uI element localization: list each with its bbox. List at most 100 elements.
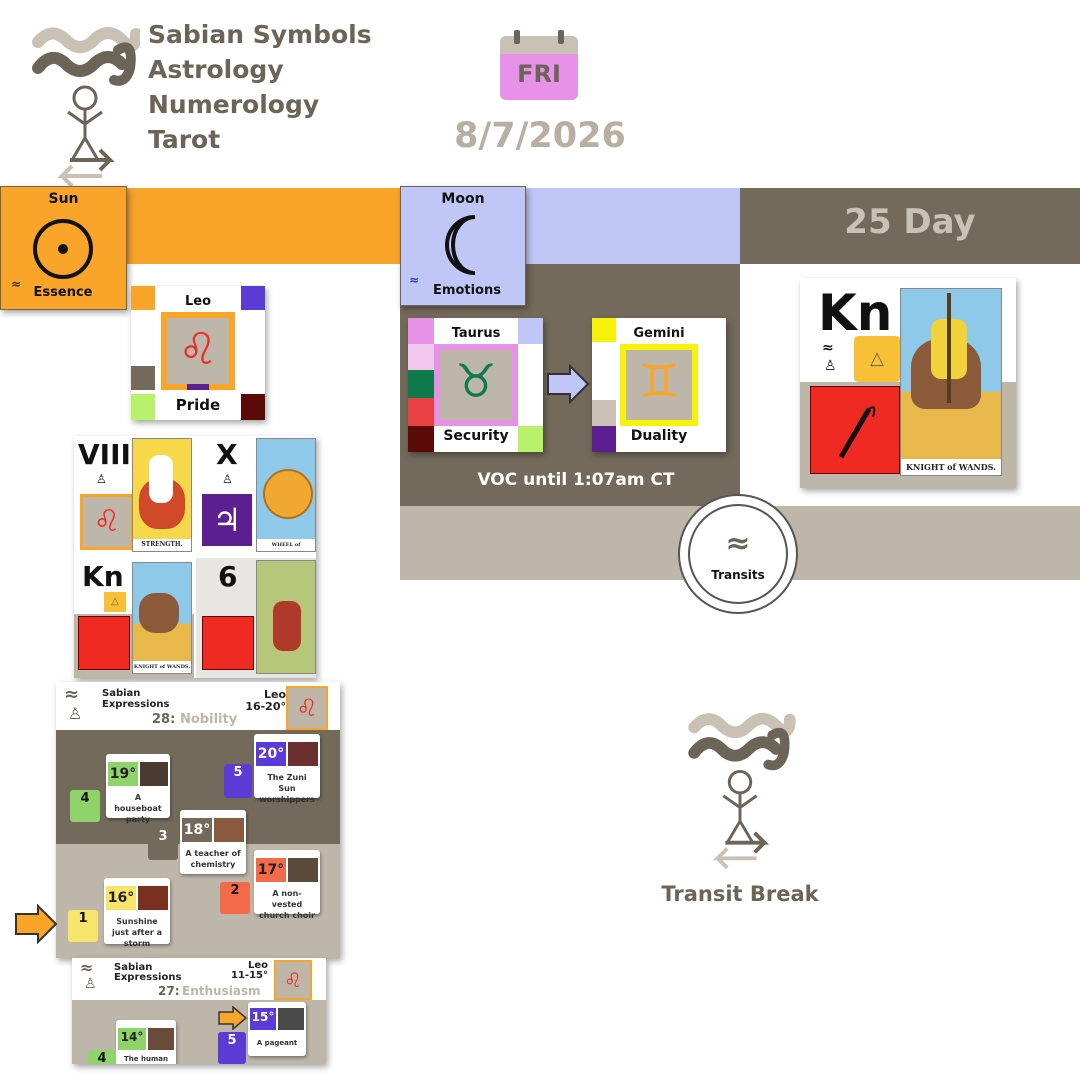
sun-title: Sun	[48, 191, 79, 207]
sabian-panel-1[interactable]: ≈ ♙ Sabian Expressions 28: Nobility Leo …	[56, 682, 340, 958]
wand-icon	[78, 616, 130, 670]
transits-label: Transits	[711, 568, 765, 582]
brand-line-astrology: Astrology	[148, 55, 284, 84]
leo-keyword: Pride	[175, 396, 221, 414]
tarot-rank-strength: VIII	[78, 438, 131, 471]
leo-glyph-icon: ♌	[80, 494, 134, 550]
fire-element-icon: △	[104, 592, 126, 612]
gemini-keyword: Duality	[630, 428, 688, 444]
taurus-glyph-icon: ♉	[455, 354, 497, 408]
sabian-range: 11-15°	[231, 970, 268, 981]
calendar-icon: FRI	[500, 30, 578, 100]
numerology-badge-1: 1	[68, 910, 98, 942]
tarot-grid-cell-knight[interactable]: Kn △ KNIGHT of WANDS.	[74, 558, 194, 678]
badge-number: 5	[233, 765, 243, 780]
sabian-card-15[interactable]: 15° A pageant	[248, 1002, 306, 1056]
badge-number: 5	[227, 1033, 237, 1048]
sabian-degree: 16°	[107, 890, 135, 906]
aquarius-virgo-logo-icon	[32, 27, 142, 188]
date-label: 8/7/2026	[454, 116, 626, 156]
taurus-sign-name: Taurus	[451, 326, 501, 341]
tarot-grid-cell-strength[interactable]: VIII ♙ ♌ STRENGTH.	[74, 436, 194, 556]
tarot-caption-knight: KNIGHT of WANDS.	[133, 661, 191, 673]
sabian-card-16[interactable]: 16° Sunshine just after a storm	[104, 878, 170, 948]
current-degree-arrow-icon	[15, 904, 58, 944]
day-card-caption: KNIGHT of WANDS.	[901, 459, 1001, 475]
moon-title: Moon	[441, 191, 485, 207]
numerology-badge-4: 4	[88, 1050, 116, 1064]
wand-icon	[810, 386, 900, 474]
day-label: 25 Day	[844, 202, 976, 242]
tarot-rank-six: 6	[218, 560, 238, 593]
aquarius-icon: ≈	[822, 340, 834, 356]
sabian-text: A houseboat party	[114, 793, 162, 824]
sabian-degree: 20°	[257, 746, 285, 762]
brand-line-tarot: Tarot	[148, 125, 221, 154]
leo-glyph-icon: ♌	[274, 960, 312, 1000]
stick-figure-icon: ♙	[84, 976, 97, 992]
sabian-panel-2[interactable]: ≈ ♙ Sabian Expressions 27: Enthusiasm Le…	[72, 958, 326, 1064]
sabian-card-18[interactable]: 18° A teacher of chemistry	[180, 810, 246, 874]
knight-of-wands-small-art: KNIGHT of WANDS.	[132, 562, 192, 674]
numerology-badge-5: 5	[218, 1032, 246, 1064]
numerology-badge-5: 5	[224, 764, 252, 798]
transit-break-logo-icon	[688, 712, 796, 870]
taurus-sign-card[interactable]: Taurus ♉ Security	[408, 318, 543, 452]
sabian-card-17[interactable]: 17° A non-vested church choir	[254, 850, 320, 920]
sabian-text: A pageant	[256, 1039, 298, 1047]
brand-logo	[30, 20, 142, 188]
strength-art: STRENGTH.	[132, 438, 192, 552]
sabian-sign: Leo	[247, 960, 268, 971]
sabian-sign: Leo	[263, 688, 286, 701]
transit-break-label: Transit Break	[661, 882, 819, 906]
sabian-title-2: Expressions	[114, 972, 182, 983]
day-tarot-card[interactable]: Kn ≈ ♙ △ KNIGHT of WANDS.	[800, 278, 1016, 488]
weekday-label: FRI	[517, 60, 561, 88]
sabian-degree: 14°	[120, 1030, 144, 1044]
leo-sign-name: Leo	[184, 294, 212, 309]
badge-number: 4	[80, 791, 90, 806]
day-card-rank: Kn	[818, 284, 893, 342]
gemini-glyph-icon: ♊	[638, 354, 680, 408]
sabian-theme: Enthusiasm	[182, 984, 261, 998]
leo-sign-card[interactable]: Leo ♌ Pride	[131, 286, 265, 420]
sabian-card-19[interactable]: 19° A houseboat party	[106, 754, 170, 824]
wheel-of-fortune-art: WHEEL of FORTUNE.	[256, 438, 316, 552]
moon-glyph-icon	[445, 215, 476, 275]
badge-number: 1	[78, 911, 88, 926]
fire-element-icon: △	[854, 336, 900, 382]
gemini-sign-name: Gemini	[633, 326, 685, 341]
gemini-sign-card[interactable]: Gemini ♊ Duality	[592, 318, 726, 452]
aquarius-virgo-icon: ≈	[80, 958, 94, 977]
transits-button[interactable]: ≈ Transits	[678, 494, 798, 614]
six-of-wands-art	[256, 560, 316, 674]
sabian-range: 16-20°	[245, 700, 286, 713]
leo-glyph-icon: ♌	[178, 324, 218, 375]
sun-glyph-icon	[33, 219, 93, 279]
sun-tile[interactable]: Sun ≈ Essence	[0, 186, 127, 310]
badge-number: 3	[158, 829, 168, 844]
aquarius-virgo-icon: ≈	[64, 684, 80, 705]
sabian-text: The Zuni Sun worshippers	[259, 773, 315, 804]
sabian-degree: 19°	[109, 766, 137, 782]
badge-number: 4	[97, 1051, 107, 1064]
sabian-text: A teacher of chemistry	[185, 849, 241, 869]
sabian-card-20[interactable]: 20° The Zuni Sun worshippers	[254, 734, 320, 804]
tarot-caption-wheel: WHEEL of FORTUNE.	[257, 539, 315, 551]
stick-figure-icon: ♙	[68, 704, 83, 723]
tarot-grid-cell-six[interactable]: 6	[196, 558, 316, 678]
stick-figure-icon: ♙	[824, 358, 837, 374]
sabian-number: 27:	[158, 984, 180, 998]
sabian-card-14[interactable]: 14° The human soul	[116, 1020, 176, 1064]
tarot-rank-knight: Kn	[82, 560, 124, 593]
tarot-grid-cell-wheel[interactable]: X ♙ ♃ WHEEL of FORTUNE.	[196, 436, 316, 556]
leo-glyph-icon: ♌	[286, 686, 328, 730]
day-bar	[740, 188, 1080, 264]
sabian-number: 28:	[152, 712, 176, 727]
voc-label: VOC until 1:07am CT	[477, 470, 675, 490]
numerology-badge-4: 4	[70, 790, 100, 822]
sun-subtitle: Essence	[33, 285, 93, 300]
moon-tile[interactable]: Moon ≈ Emotions	[400, 186, 526, 306]
stick-figure-icon: ♙	[222, 472, 233, 486]
wand-icon	[202, 616, 254, 670]
